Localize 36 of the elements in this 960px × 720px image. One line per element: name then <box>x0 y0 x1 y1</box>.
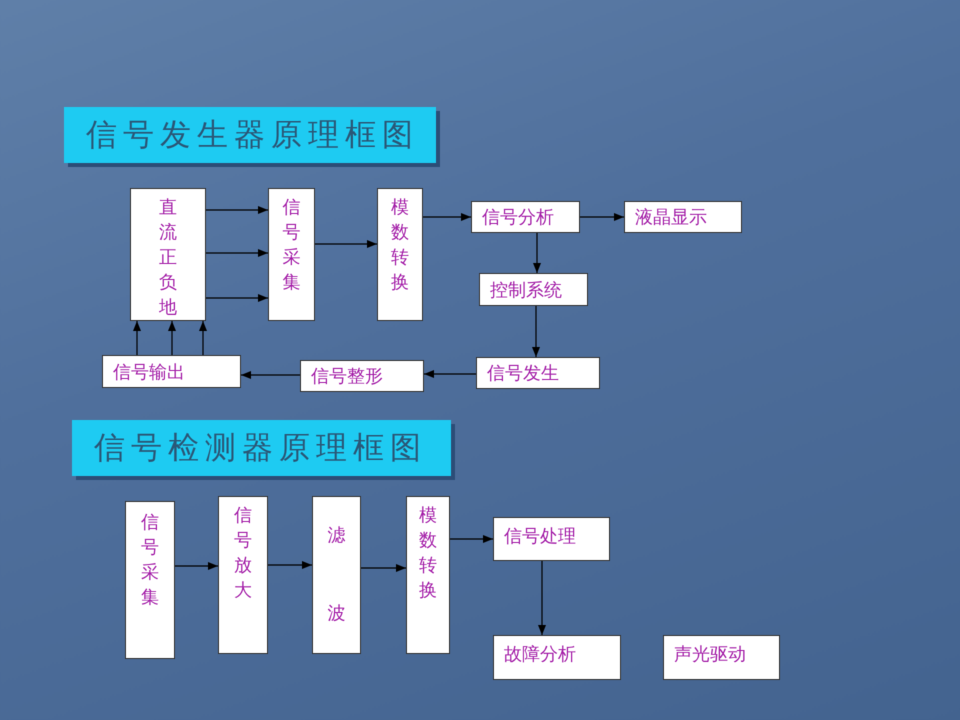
arrow <box>533 233 541 273</box>
arrow <box>206 249 268 257</box>
process-box: 模数转换 <box>377 188 423 321</box>
process-box: 控制系统 <box>479 273 588 306</box>
process-box: 信号放大 <box>218 496 268 654</box>
arrow <box>199 321 207 355</box>
process-box: 信号分析 <box>471 201 580 233</box>
arrow <box>532 306 540 357</box>
process-box: 滤波 <box>312 496 361 654</box>
arrow <box>175 562 218 570</box>
process-box: 信号发生 <box>476 357 600 389</box>
process-box: 液晶显示 <box>624 201 742 233</box>
process-box: 故障分析 <box>493 635 621 680</box>
arrow <box>315 240 377 248</box>
arrow <box>206 294 268 302</box>
arrow <box>538 561 546 635</box>
arrow <box>450 535 493 543</box>
process-box: 信号整形 <box>300 360 424 392</box>
title-banner: 信号检测器原理框图 <box>72 420 451 476</box>
arrow <box>424 370 476 378</box>
arrow <box>423 213 471 221</box>
process-box: 信号采集 <box>268 188 315 321</box>
arrow <box>133 321 141 355</box>
process-box: 信号输出 <box>102 355 241 388</box>
process-box: 模数转换 <box>406 496 450 654</box>
process-box: 信号处理 <box>493 517 610 561</box>
arrow <box>580 213 624 221</box>
arrow <box>268 561 312 569</box>
process-box: 声光驱动 <box>663 635 780 680</box>
arrow <box>361 564 406 572</box>
arrow <box>241 371 300 379</box>
process-box: 信号采集 <box>125 501 175 659</box>
arrow <box>206 206 268 214</box>
arrow <box>168 321 176 355</box>
title-banner: 信号发生器原理框图 <box>64 107 436 163</box>
process-box: 直流正负地 <box>130 188 206 321</box>
